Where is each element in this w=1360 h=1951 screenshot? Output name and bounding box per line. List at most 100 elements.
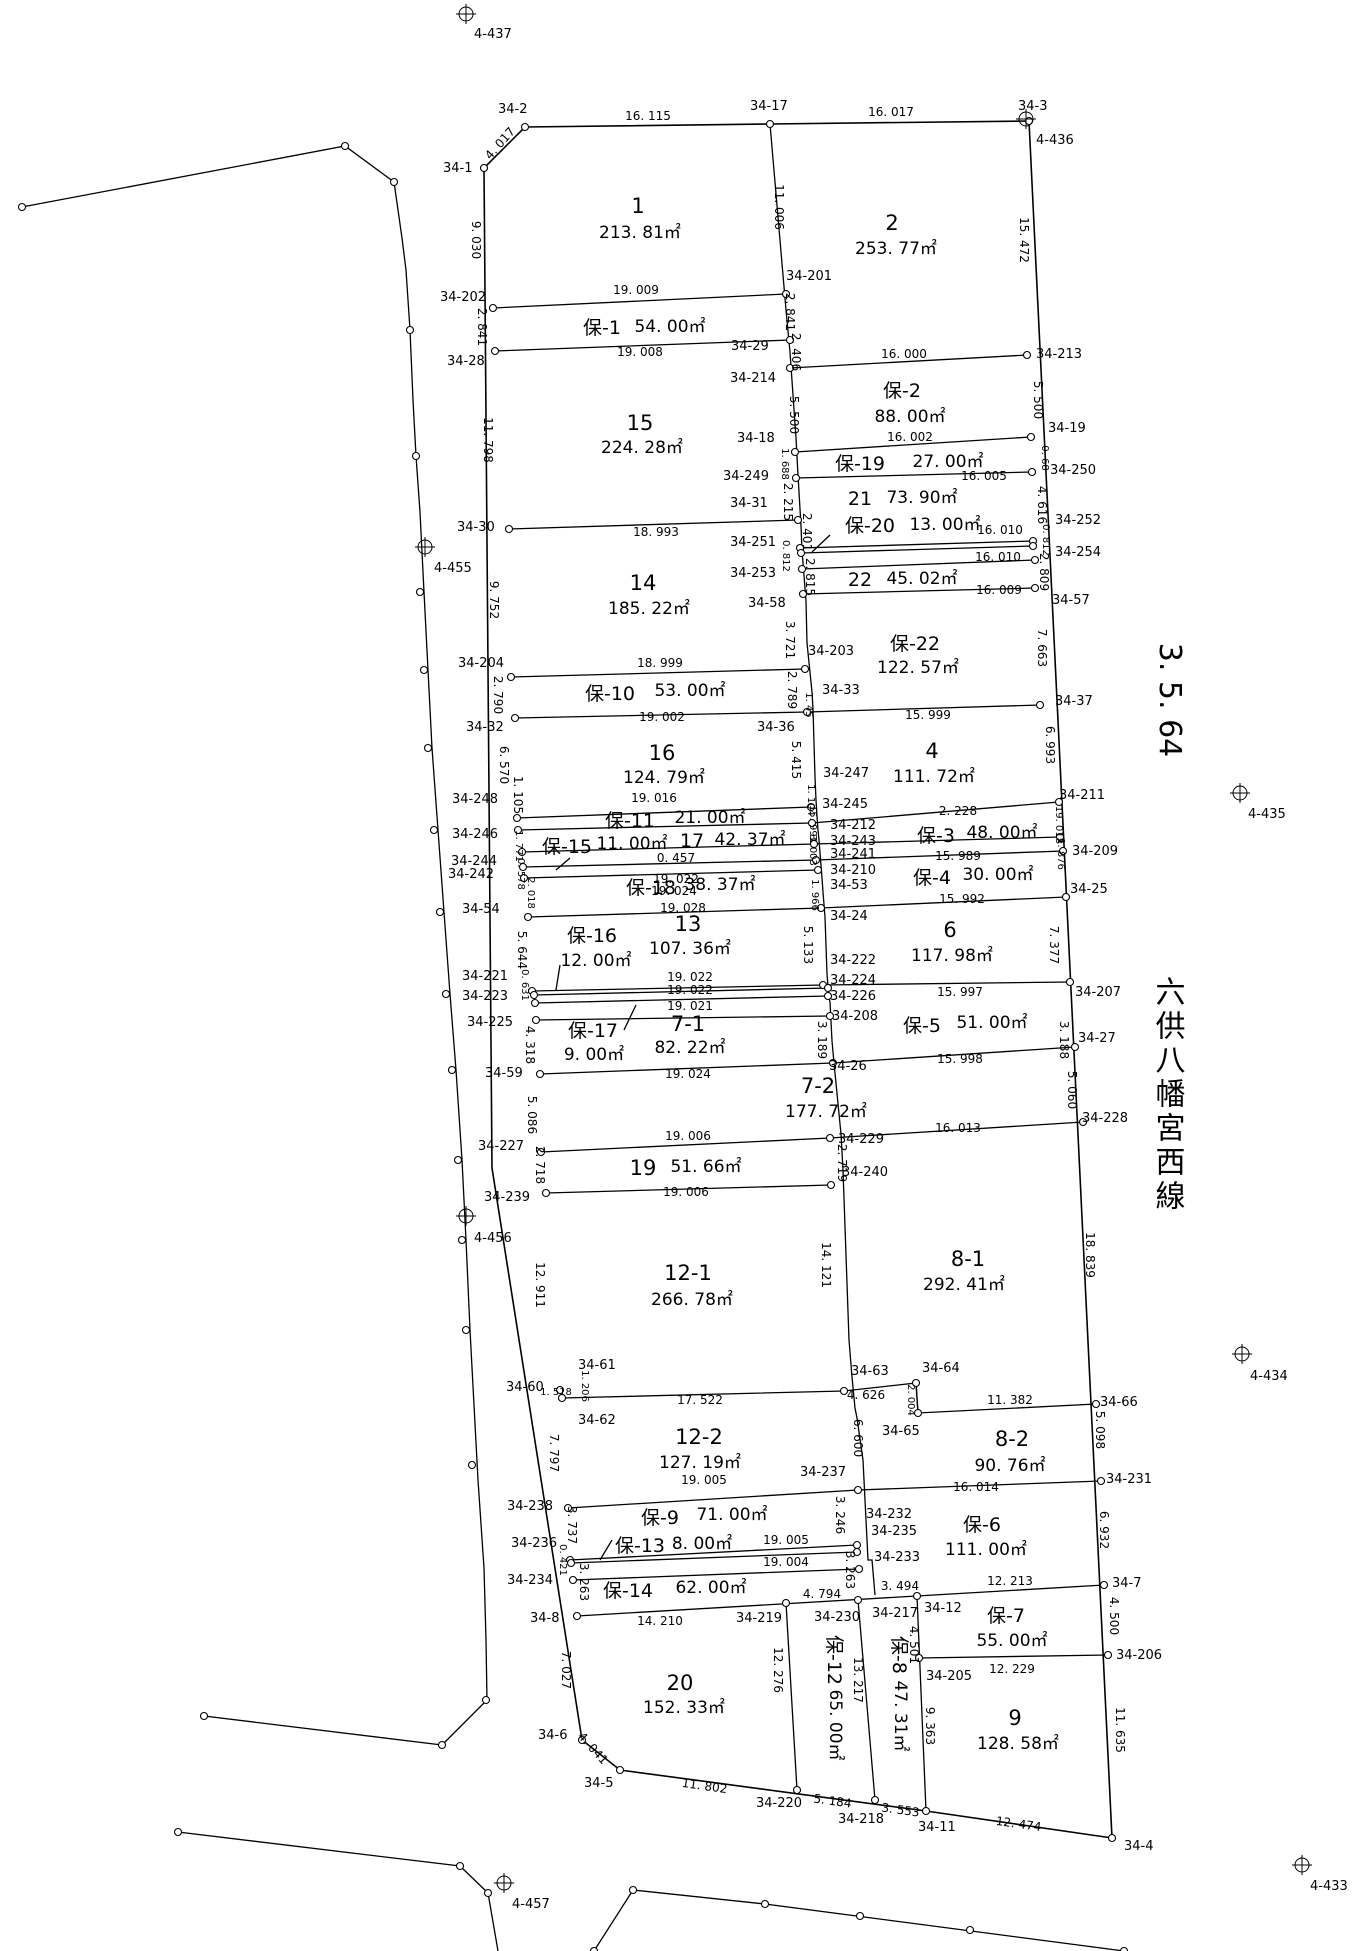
dim-label: 3. 553 — [881, 1800, 921, 1819]
dim-label: 7. 797 — [547, 1434, 561, 1472]
lot-number: 19 — [630, 1156, 657, 1180]
dim-label: 19. 022 — [667, 983, 713, 997]
dim-label: 16. 014 — [953, 1480, 999, 1494]
point-label: 34-213 — [1036, 347, 1082, 362]
point-label: 34-247 — [823, 766, 869, 781]
point-label: 34-203 — [808, 644, 854, 659]
dim-label: 1. 771 — [513, 830, 524, 862]
dim-label: 9. 363 — [923, 1707, 937, 1745]
dim-label: 2. 815 — [803, 558, 817, 596]
point-label: 34-65 — [882, 1424, 920, 1439]
point-label: 34-8 — [530, 1611, 560, 1626]
point-label: 34-226 — [830, 989, 876, 1004]
point-label: 34-232 — [866, 1507, 912, 1522]
point-label: 34-33 — [822, 683, 860, 698]
dim-label: 0. 68 — [1039, 445, 1050, 470]
lot-area: 185. 22㎡ — [608, 599, 690, 619]
point-label: 34-201 — [786, 269, 832, 284]
dim-label: 1. 876 — [1055, 838, 1066, 870]
point-label: 34-60 — [506, 1380, 544, 1395]
dim-label: 18. 839 — [1083, 1232, 1097, 1278]
point-label: 34-220 — [756, 1796, 802, 1811]
dim-label: 2. 018 — [525, 877, 536, 909]
lot-area: 292. 41㎡ — [923, 1275, 1005, 1295]
lot-area: 253. 77㎡ — [855, 239, 937, 259]
dim-label: 2. 406 — [789, 333, 803, 371]
dim-label: 5. 086 — [525, 1096, 539, 1134]
point-label: 34-2 — [498, 102, 528, 117]
dim-label: 0. 578 — [515, 858, 526, 890]
lot-area: 30. 00㎡ — [962, 865, 1033, 885]
lot-number: 保-1 — [583, 317, 621, 339]
lot-number: 保-17 — [568, 1020, 618, 1042]
lot-area: 82. 22㎡ — [654, 1038, 725, 1058]
parcel-lines — [492, 123, 1109, 1812]
point-label: 34-209 — [1072, 844, 1118, 859]
dim-label: 16. 010 — [975, 550, 1021, 564]
lot-area: 266. 78㎡ — [651, 1290, 733, 1310]
dim-label: 3. 737 — [565, 1506, 579, 1544]
lot-area: 12. 00㎡ — [560, 951, 631, 971]
lot-area: 177. 72㎡ — [785, 1102, 867, 1122]
dim-label: 19. 005 — [763, 1533, 809, 1547]
lot-number: 1 — [631, 194, 644, 218]
benchmark-label: 4-437 — [474, 27, 512, 42]
dim-label: 2. 809 — [1037, 553, 1051, 591]
dim-label: 15. 997 — [937, 985, 983, 999]
dim-label: 5. 060 — [1065, 1071, 1079, 1109]
dim-label: 1. 206 — [579, 1370, 590, 1402]
lot-number: 保-2 — [883, 380, 921, 402]
point-label: 34-54 — [462, 902, 500, 917]
point-label: 34-53 — [830, 878, 868, 893]
benchmark-label: 4-457 — [512, 1897, 550, 1912]
dim-label: 7. 027 — [559, 1651, 573, 1689]
point-label: 34-12 — [924, 1601, 962, 1616]
point-label: 34-31 — [730, 496, 768, 511]
lot-area: 73. 90㎡ — [886, 488, 957, 508]
lot-number: 7-1 — [671, 1012, 705, 1036]
lot-area: 71. 00㎡ — [696, 1505, 767, 1525]
dim-label: 3. 263 — [577, 1563, 591, 1601]
point-label: 34-63 — [851, 1364, 889, 1379]
point-label: 34-7 — [1112, 1576, 1142, 1591]
point-label: 34-61 — [578, 1358, 616, 1373]
lot-area: 48. 00㎡ — [966, 823, 1037, 843]
lot-number: 保-6 — [963, 1514, 1001, 1536]
dim-label: 19. 008 — [617, 345, 663, 359]
lot-number: 保-9 — [641, 1507, 679, 1529]
lot-area: 47. 31㎡ — [890, 1680, 910, 1751]
lot-number: 4 — [925, 739, 938, 763]
dim-label: 19. 022 — [667, 970, 713, 984]
dim-label: 0. 457 — [657, 851, 695, 865]
dim-label: 19. 028 — [660, 901, 706, 915]
dim-label: 2. 719 — [835, 1144, 849, 1182]
lot-number: 保-5 — [903, 1015, 941, 1037]
dim-label: 19. 024 — [651, 884, 697, 898]
point-label: 34-64 — [922, 1361, 960, 1376]
dim-label: 12. 276 — [771, 1647, 785, 1693]
lot-number: 13 — [675, 912, 702, 936]
lot-area: 27. 00㎡ — [912, 452, 983, 472]
lot-number: 14 — [630, 571, 657, 595]
dim-label: 19. 021 — [667, 999, 713, 1013]
lot-area: 54. 00㎡ — [634, 317, 705, 337]
dim-label: 0. 812 — [780, 540, 791, 572]
point-label: 34-59 — [485, 1066, 523, 1081]
dim-label: 6. 570 — [497, 746, 511, 784]
dim-label: 15. 999 — [905, 708, 951, 722]
point-label: 34-66 — [1100, 1395, 1138, 1410]
point-label: 34-248 — [452, 792, 498, 807]
benchmark-label: 4-436 — [1036, 133, 1074, 148]
point-label: 34-207 — [1075, 985, 1121, 1000]
dim-label: 1. 966 — [809, 879, 820, 911]
dim-label: 4. 500 — [1107, 1597, 1121, 1635]
point-label: 34-225 — [467, 1015, 513, 1030]
lot-number: 保-13 — [615, 1535, 665, 1557]
lot-number: 保-18 — [626, 877, 676, 899]
dim-label: 2. 718 — [533, 1146, 547, 1184]
dim-label: 6. 932 — [1097, 1511, 1111, 1549]
point-label: 34-62 — [578, 1413, 616, 1428]
point-label: 34-251 — [730, 535, 776, 550]
lot-number: 9 — [1008, 1706, 1021, 1730]
dim-label: 3. 189 — [815, 1021, 829, 1059]
